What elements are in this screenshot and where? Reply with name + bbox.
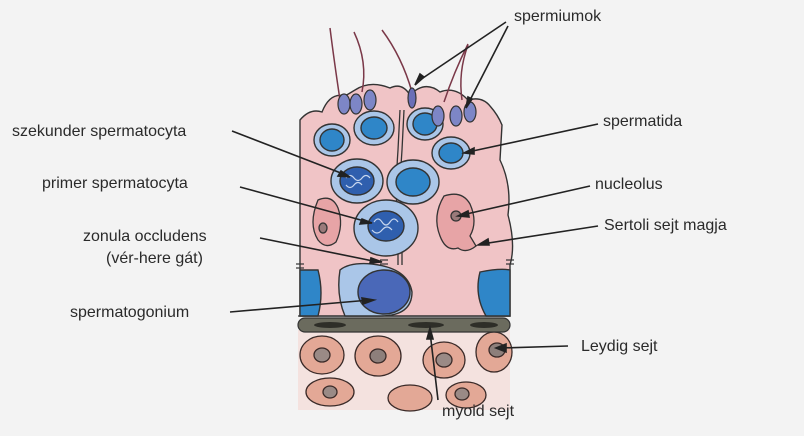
- spermatozoa: [329, 27, 477, 127]
- label-nucleolus: nucleolus: [595, 176, 663, 193]
- label-myoid-sejt: myoid sejt: [442, 403, 515, 420]
- secondary-spermatocytes: [330, 158, 440, 205]
- primary-spermatocyte: [353, 199, 419, 257]
- spermatids: [313, 107, 471, 170]
- label-sertoli-sejt-magja: Sertoli sejt magja: [604, 217, 727, 234]
- label-primer-spermatocyta: primer spermatocyta: [42, 175, 188, 192]
- spermatogonia: [299, 262, 511, 317]
- label-spermiumok: spermiumok: [514, 8, 602, 25]
- label-zonula-occludens: zonula occludens: [83, 228, 207, 245]
- label-leydig-sejt: Leydig sejt: [581, 338, 658, 355]
- label-ver-here-gat: (vér-here gát): [106, 250, 203, 267]
- myoid-layer: [297, 317, 511, 333]
- leydig-cells: [299, 331, 513, 412]
- label-szekunder-spermatocyta: szekunder spermatocyta: [12, 123, 187, 140]
- sertoli-nuclei: [312, 193, 477, 252]
- label-spermatida: spermatida: [603, 113, 683, 130]
- label-spermatogonium: spermatogonium: [70, 304, 190, 321]
- pointer-lines: [229, 21, 599, 401]
- zonula-occludens-marks: [296, 259, 514, 269]
